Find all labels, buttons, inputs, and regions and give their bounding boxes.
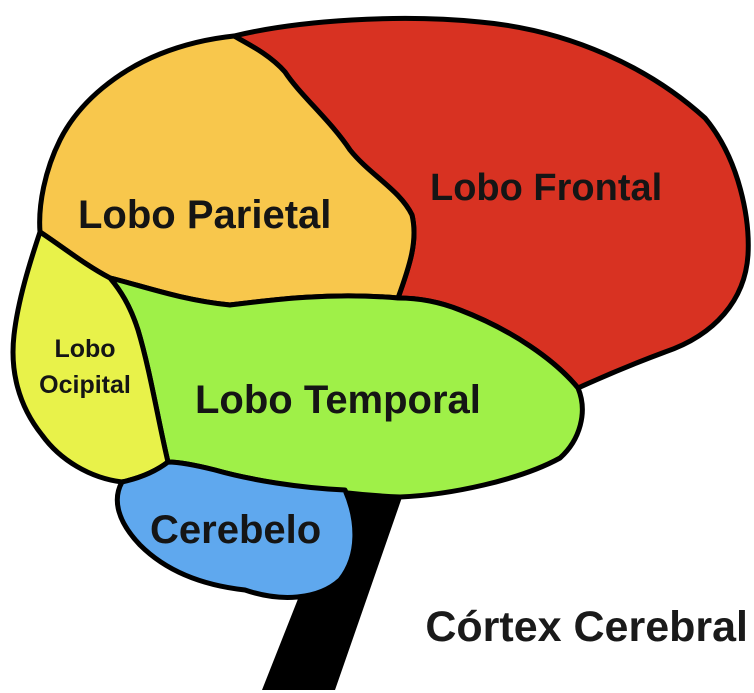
frontal-lobe-label: Lobo Frontal [430, 167, 662, 209]
parietal-lobe-label: Lobo Parietal [78, 193, 331, 237]
diagram-caption: Córtex Cerebral [425, 603, 748, 651]
occipital-lobe-label-line1: Lobo [54, 335, 115, 363]
occipital-lobe-label-line2: Ocipital [39, 371, 131, 399]
cerebellum-label: Cerebelo [150, 508, 321, 552]
temporal-lobe-label: Lobo Temporal [195, 378, 481, 422]
